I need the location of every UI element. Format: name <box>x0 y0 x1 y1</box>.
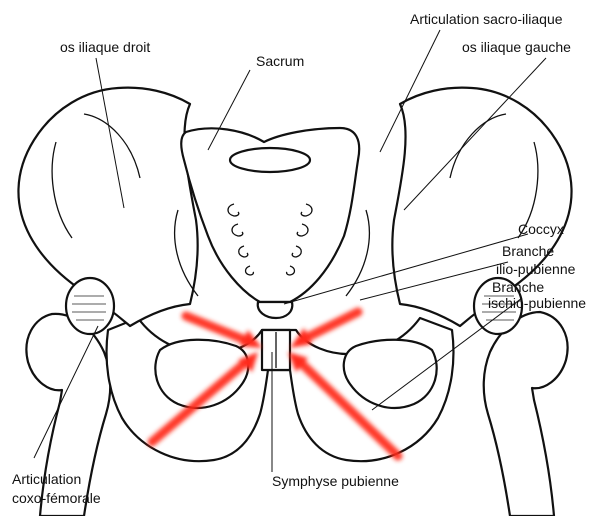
label-symphyse-pubienne: Symphyse pubienne <box>272 473 399 489</box>
obturator-foramen-left <box>154 338 250 409</box>
labels: os iliaque droit Articulation sacro-ilia… <box>12 11 586 506</box>
sacral-foramina <box>227 203 313 276</box>
arrow-lower-right <box>295 357 403 461</box>
sacral-canal <box>228 146 312 174</box>
label-branche-ischio-pubienne-1: Branche <box>492 279 544 295</box>
arrow-lower-left <box>147 357 251 447</box>
label-articulation-coxo-femorale-2: coxo-fémorale <box>12 490 101 506</box>
arrow-upper-right <box>297 307 363 345</box>
iliac-wing-right <box>391 86 573 328</box>
label-os-iliaque-droit: os iliaque droit <box>60 39 150 55</box>
leader-lines <box>33 29 547 472</box>
femur-right <box>482 310 569 516</box>
obturator-foramen-right <box>342 338 438 409</box>
femur-left <box>25 312 112 516</box>
force-arrows <box>147 307 403 461</box>
arrow-upper-left <box>181 311 255 347</box>
label-articulation-coxo-femorale-1: Articulation <box>12 471 81 487</box>
label-sacrum: Sacrum <box>256 53 304 69</box>
coccyx <box>256 300 294 320</box>
label-branche-ilio-pubienne-2: ilio-pubienne <box>496 261 576 277</box>
label-articulation-sacro-iliaque: Articulation sacro-iliaque <box>410 11 563 27</box>
label-branche-ischio-pubienne-2: ischio-pubienne <box>488 295 586 311</box>
label-branche-ilio-pubienne-1: Branche <box>502 243 554 259</box>
label-coccyx: Coccyx <box>518 221 564 237</box>
sacrum <box>180 126 361 304</box>
acetabulum-left <box>64 276 116 336</box>
label-os-iliaque-gauche: os iliaque gauche <box>462 39 571 55</box>
pelvis-illustration <box>17 86 573 516</box>
